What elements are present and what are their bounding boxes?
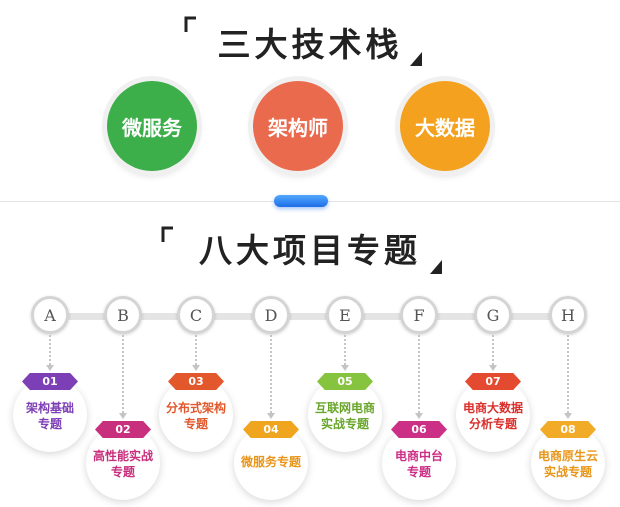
topic-02-label: 高性能实战专题 (86, 448, 160, 480)
connector-h (564, 335, 572, 419)
stack-bigdata-label: 大数据 (415, 115, 475, 140)
left-bracket-icon (161, 226, 173, 242)
topic-05-line1: 互联网电商 (314, 401, 375, 415)
topic-01: 01 架构基础专题 (13, 373, 87, 452)
topic-02-line2: 专题 (110, 465, 135, 479)
topic-06: 06 电商中台专题 (382, 421, 456, 500)
topic-07-line2: 分析专题 (468, 417, 517, 431)
timeline-node-e: E (326, 296, 364, 334)
topic-08-label: 电商原生云实战专题 (531, 448, 605, 480)
topic-03-line2: 专题 (183, 417, 208, 431)
connector-c (192, 335, 200, 371)
topic-03-line1: 分布式架构 (165, 401, 226, 415)
timeline-node-d: D (252, 296, 290, 334)
topic-08: 08 电商原生云实战专题 (531, 421, 605, 500)
topic-04-line1: 微服务专题 (240, 455, 301, 469)
topic-01-line2: 专题 (37, 417, 62, 431)
topic-04-badge: 04 (243, 421, 299, 438)
right-bracket-icon (410, 52, 422, 66)
topic-01-label: 架构基础专题 (13, 400, 87, 432)
connector-e (341, 335, 349, 371)
topic-04: 04 微服务专题 (234, 421, 308, 500)
section-title-projects-text: 八大项目专题 (199, 231, 421, 270)
topic-01-line1: 架构基础 (25, 401, 74, 415)
topic-03-badge: 03 (168, 373, 224, 390)
section-title-tech-stacks-text: 三大技术栈 (217, 25, 403, 64)
stack-architect-label: 架构师 (268, 115, 328, 140)
topic-03: 03 分布式架构专题 (159, 373, 233, 452)
stack-bigdata: 大数据 (400, 81, 490, 171)
timeline-node-h: H (549, 296, 587, 334)
connector-g (489, 335, 497, 371)
divider-pill (274, 195, 328, 207)
topic-06-label: 电商中台专题 (382, 448, 456, 480)
timeline-node-b: B (104, 296, 142, 334)
timeline-node-g: G (474, 296, 512, 334)
timeline-node-c: C (177, 296, 215, 334)
topic-06-badge: 06 (391, 421, 447, 438)
section-title-projects: 八大项目专题 (0, 224, 620, 272)
timeline-node-f: F (400, 296, 438, 334)
topic-02-badge: 02 (95, 421, 151, 438)
topic-07-badge: 07 (465, 373, 521, 390)
topic-08-line2: 实战专题 (543, 465, 592, 479)
topic-01-badge: 01 (22, 373, 78, 390)
topic-07-label: 电商大数据分析专题 (456, 400, 530, 432)
stack-architect: 架构师 (253, 81, 343, 171)
stack-microservice: 微服务 (107, 81, 197, 171)
topic-05-badge: 05 (317, 373, 373, 390)
section-title-tech-stacks: 三大技术栈 (0, 18, 620, 66)
connector-f (415, 335, 423, 419)
left-bracket-icon (184, 16, 196, 32)
topic-02: 02 高性能实战专题 (86, 421, 160, 500)
timeline-node-a: A (31, 296, 69, 334)
topic-06-line1: 电商中台 (394, 449, 443, 463)
timeline-line (45, 313, 580, 320)
topic-04-label: 微服务专题 (234, 454, 308, 470)
connector-a (46, 335, 54, 371)
connector-d (267, 335, 275, 419)
topic-08-line1: 电商原生云 (537, 449, 598, 463)
topic-05-line2: 实战专题 (320, 417, 369, 431)
topic-05: 05 互联网电商实战专题 (308, 373, 382, 452)
stack-microservice-label: 微服务 (122, 115, 182, 140)
right-bracket-icon (430, 260, 442, 274)
topic-03-label: 分布式架构专题 (159, 400, 233, 432)
topic-07: 07 电商大数据分析专题 (456, 373, 530, 452)
topic-02-line1: 高性能实战 (92, 449, 153, 463)
topic-07-line1: 电商大数据 (462, 401, 523, 415)
topic-05-label: 互联网电商实战专题 (308, 400, 382, 432)
topic-08-badge: 08 (540, 421, 596, 438)
topic-06-line2: 专题 (406, 465, 431, 479)
connector-b (119, 335, 127, 419)
